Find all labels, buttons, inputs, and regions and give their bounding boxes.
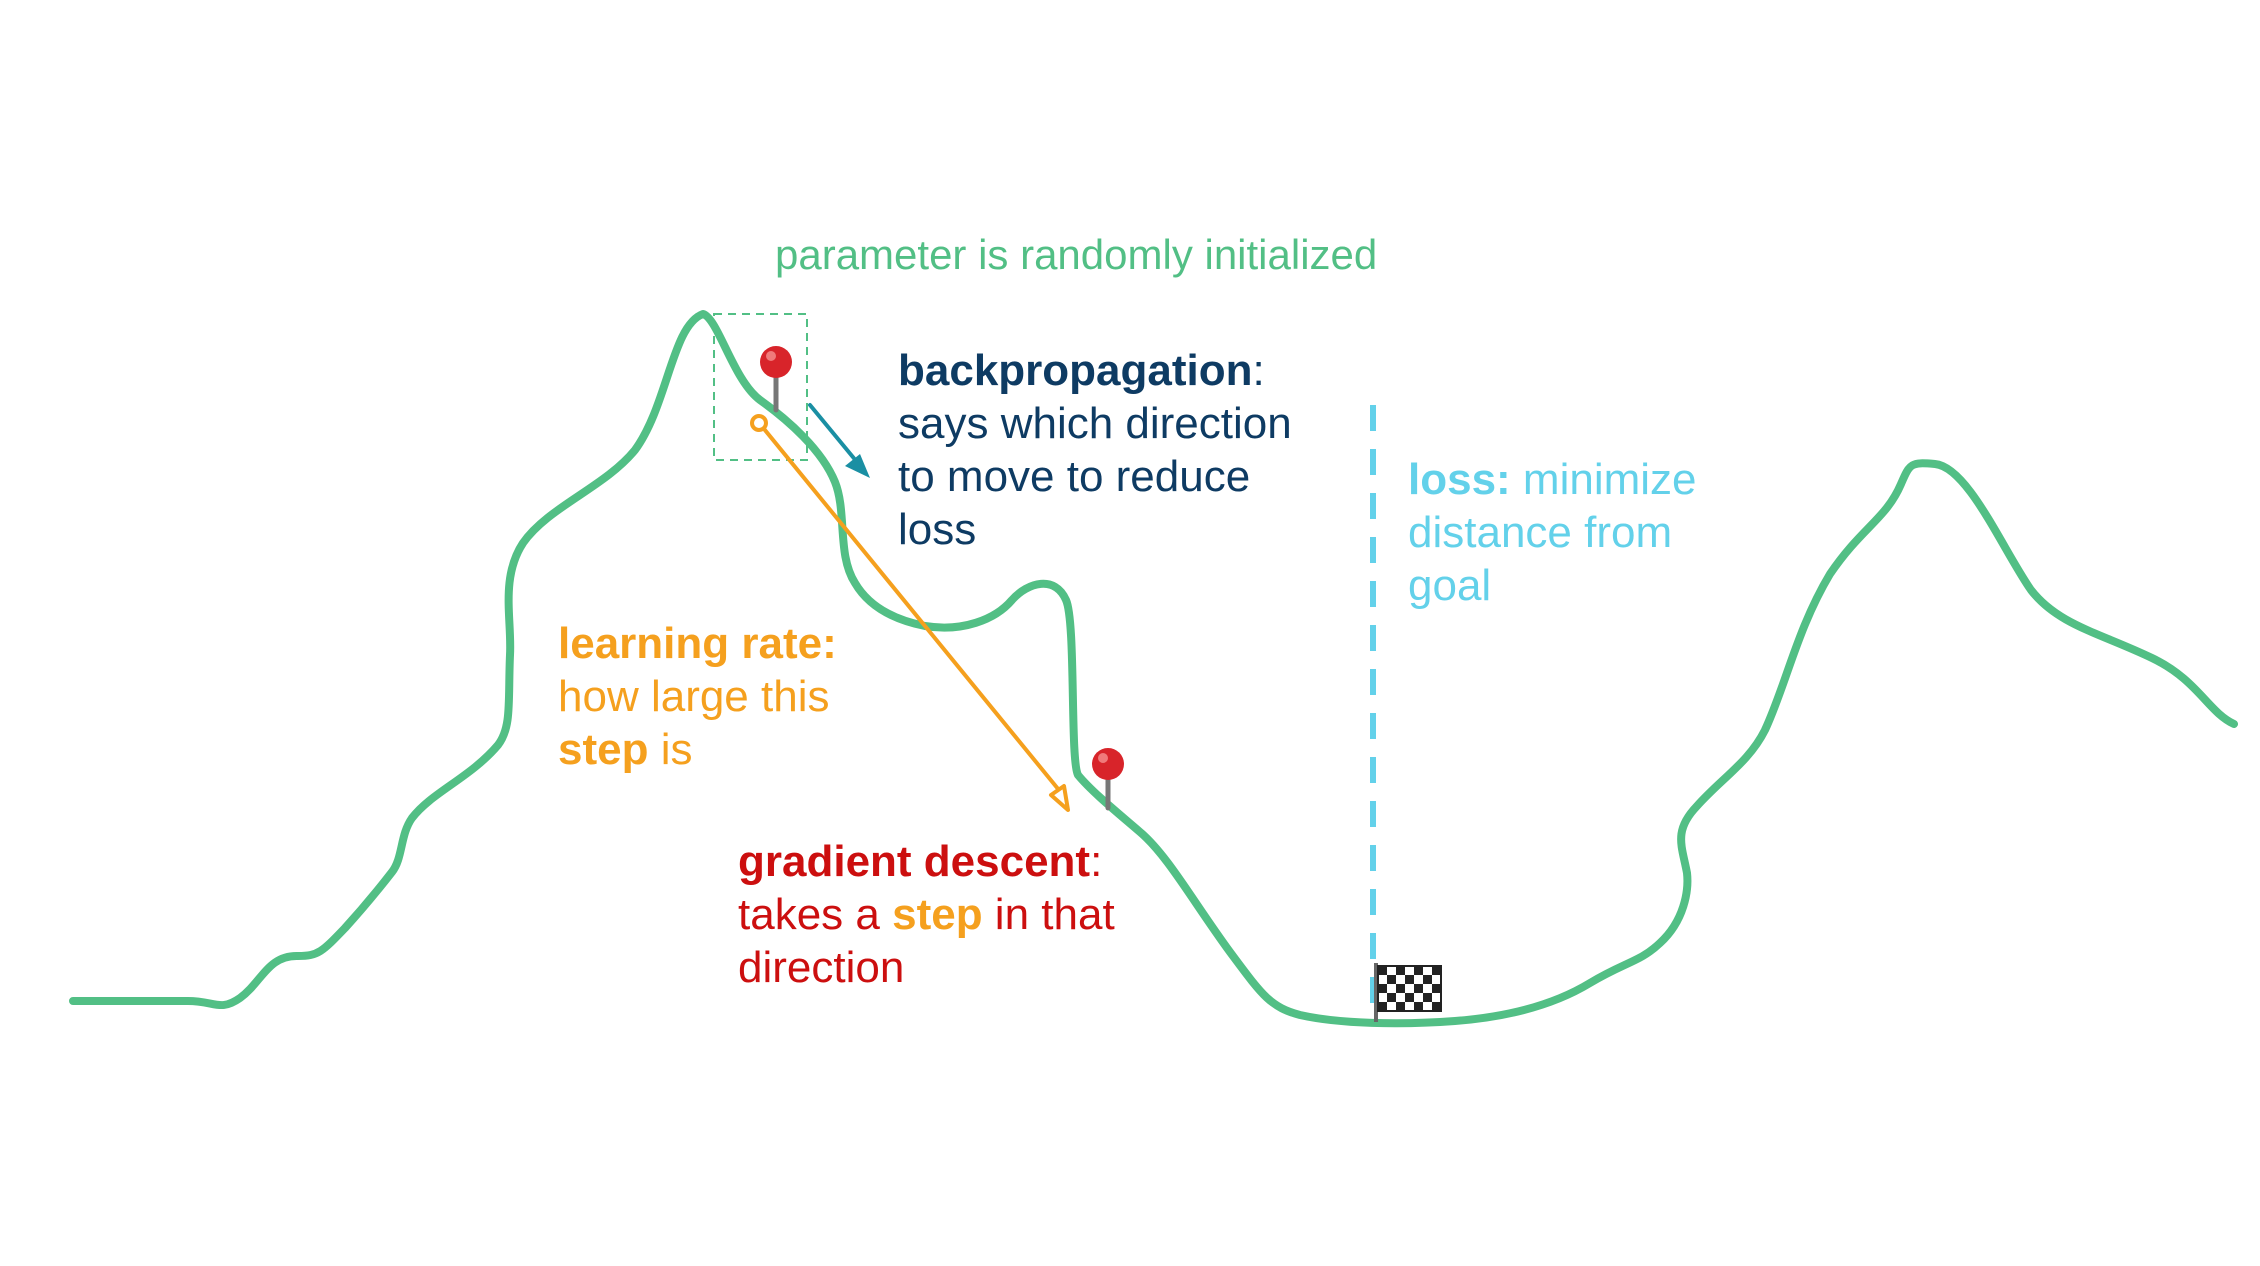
gradient-descent-step: step bbox=[892, 890, 983, 939]
initialization-caption: parameter is randomly initialized bbox=[775, 231, 1378, 278]
backprop-line-1: says which direction bbox=[898, 399, 1292, 448]
gradient-descent-line-2-post: in that bbox=[982, 890, 1115, 939]
backprop-colon: : bbox=[1252, 346, 1265, 395]
learning-rate-line-3: step is bbox=[558, 723, 837, 776]
loss-annotation: loss: minimize distance from goal bbox=[1408, 453, 1697, 612]
checkered-flag-icon bbox=[1374, 963, 1442, 1022]
loss-title: loss: bbox=[1408, 455, 1511, 504]
backprop-title-line: backpropagation: bbox=[898, 344, 1292, 397]
backprop-title: backpropagation bbox=[898, 346, 1253, 395]
learning-rate-annotation: learning rate: how large this step is bbox=[558, 617, 837, 776]
gradient-descent-colon: : bbox=[1090, 837, 1103, 886]
backprop-line-2: to move to reduce bbox=[898, 452, 1251, 501]
gradient-descent-line-3: direction bbox=[738, 943, 905, 992]
loss-line-3: goal bbox=[1408, 561, 1492, 610]
red-pin-icon bbox=[760, 346, 792, 413]
loss-line-2: distance from bbox=[1408, 508, 1673, 557]
learning-rate-title: learning rate: bbox=[558, 619, 837, 668]
initialization-highlight-box bbox=[713, 313, 808, 461]
learning-rate-step: step bbox=[558, 725, 649, 774]
gradient-descent-title: gradient descent bbox=[738, 837, 1091, 886]
step-start-marker bbox=[750, 414, 768, 432]
gradient-descent-annotation: gradient descent: takes a step in that d… bbox=[738, 835, 1115, 994]
loss-line-1: minimize bbox=[1510, 455, 1697, 504]
backprop-arrow bbox=[808, 403, 870, 478]
red-pin-icon bbox=[1092, 748, 1124, 811]
backprop-line-3: loss bbox=[898, 505, 977, 554]
backpropagation-annotation: backpropagation: says which direction to… bbox=[898, 344, 1292, 556]
learning-rate-line-3-rest: is bbox=[648, 725, 693, 774]
loss-landscape-curve bbox=[69, 310, 2238, 1028]
gradient-descent-title-line: gradient descent: bbox=[738, 835, 1115, 888]
loss-title-line: loss: minimize bbox=[1408, 453, 1697, 506]
gradient-descent-line-2: takes a step in that bbox=[738, 888, 1115, 941]
step-arrow bbox=[750, 414, 1070, 812]
gradient-descent-line-2-pre: takes a bbox=[738, 890, 893, 939]
learning-rate-line-2: how large this bbox=[558, 672, 830, 721]
